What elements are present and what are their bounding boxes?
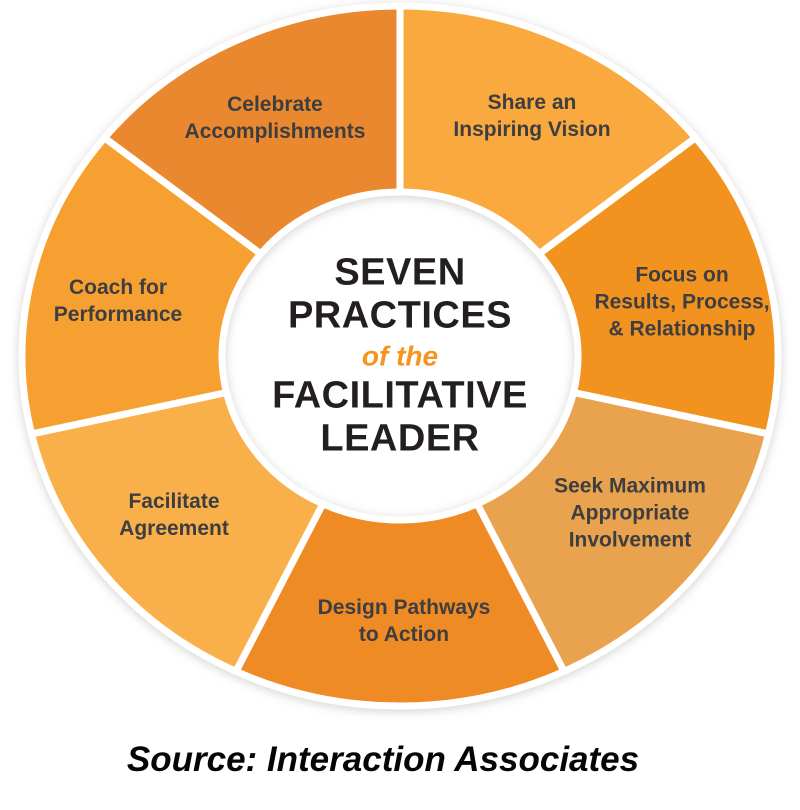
segment-wedge-3	[232, 500, 568, 710]
segment-wedge-6	[101, 2, 404, 258]
segment-wedge-4	[28, 389, 327, 675]
title-word-facilitative: FACILITATIVE	[272, 374, 528, 417]
title-word-seven: SEVEN	[334, 251, 466, 294]
segment-wedge-2	[473, 389, 772, 675]
source-attribution-box: Source: Interaction Associates	[66, 722, 700, 798]
chart-center-title: SEVEN PRACTICES of the FACILITATIVE LEAD…	[235, 252, 565, 461]
title-word-practices: PRACTICES	[287, 294, 513, 337]
title-connector-of-the: of the	[361, 340, 439, 372]
title-word-leader: LEADER	[320, 417, 480, 460]
donut-chart	[22, 2, 782, 710]
source-text: Source: Interaction Associates	[126, 740, 640, 779]
segment-wedge-1	[535, 134, 782, 438]
